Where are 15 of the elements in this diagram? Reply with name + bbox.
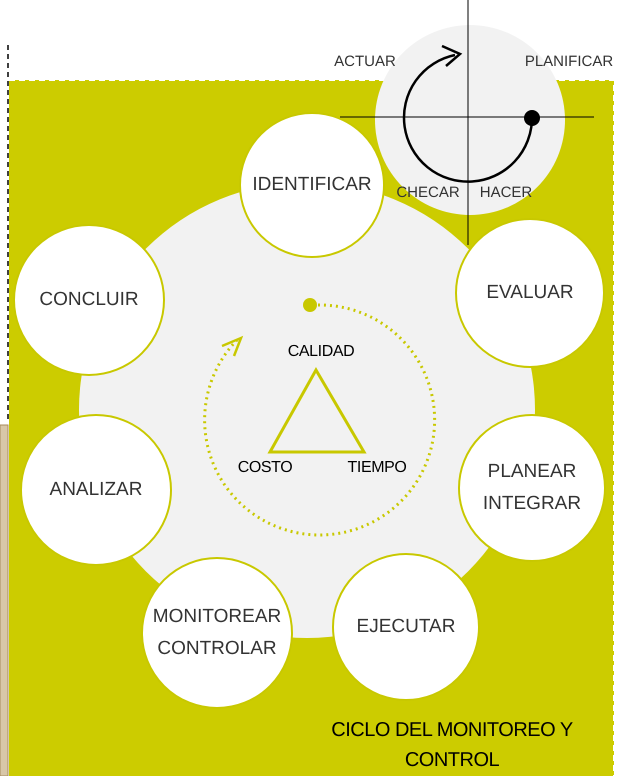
caption: CICLO DEL MONITOREO Y CONTROL bbox=[330, 718, 574, 773]
step-label: EJECUTAR bbox=[356, 615, 456, 639]
constraint-label: TIEMPO bbox=[348, 458, 406, 478]
constraint-label: COSTO bbox=[238, 458, 292, 478]
step-label: EVALUAR bbox=[485, 281, 575, 305]
step-label: CONCLUIR bbox=[38, 288, 140, 312]
pdca-label: PLANIFICAR bbox=[524, 52, 614, 72]
triangle bbox=[267, 366, 367, 454]
constraint-label: CALIDAD bbox=[288, 342, 354, 362]
step-label: IDENTIFICAR bbox=[251, 173, 373, 197]
step-label: PLANEAR INTEGRAR bbox=[482, 460, 582, 516]
pdca-label: ACTUAR bbox=[334, 52, 396, 72]
step-label: MONITOREAR CONTROLAR bbox=[152, 605, 282, 661]
pdca-label: HACER bbox=[480, 182, 532, 203]
step-label: ANALIZAR bbox=[48, 478, 144, 502]
